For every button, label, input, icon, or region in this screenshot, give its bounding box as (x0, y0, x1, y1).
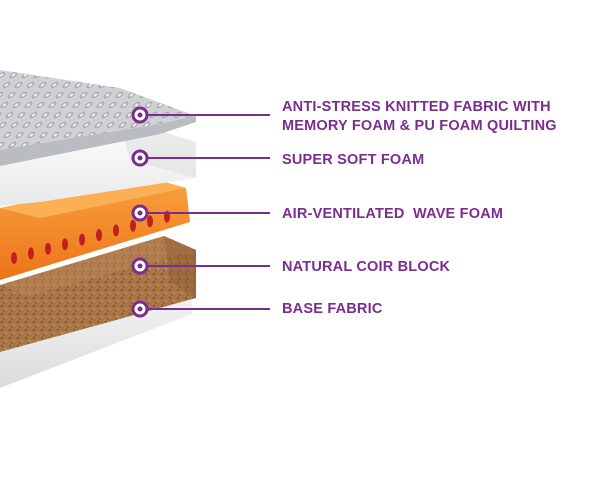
top-fabric-layer (0, 70, 196, 166)
label-coir-block-line-1: NATURAL COIR BLOCK (282, 259, 451, 275)
air-hole (11, 252, 17, 264)
marker-dot-soft-foam (137, 155, 143, 161)
air-hole (130, 219, 136, 232)
marker-dot-coir-block (137, 263, 143, 269)
wave-foam-layer (0, 178, 190, 280)
air-hole (79, 233, 85, 246)
callout-group (131, 106, 270, 318)
label-wave-foam: AIR-VENTILATED WAVE FOAM (282, 205, 503, 224)
label-base-fabric-line-1: BASE FABRIC (282, 301, 383, 317)
marker-dot-wave-foam (137, 210, 143, 216)
marker-dot-base-fabric (137, 306, 143, 312)
wave-foam-air-holes (11, 210, 170, 264)
label-coir-block: NATURAL COIR BLOCK (282, 258, 450, 277)
label-base-fabric: BASE FABRIC (282, 300, 383, 319)
label-top-fabric-line-1: ANTI-STRESS KNITTED FABRIC WITH (282, 99, 551, 115)
air-hole (62, 238, 68, 251)
air-hole (96, 229, 102, 241)
air-hole (28, 247, 34, 260)
label-soft-foam-line-1: SUPER SOFT FOAM (282, 152, 425, 168)
air-hole (45, 242, 51, 255)
marker-dot-top-fabric (137, 112, 143, 118)
air-hole (147, 215, 153, 228)
label-top-fabric: ANTI-STRESS KNITTED FABRIC WITH MEMORY F… (282, 98, 557, 136)
label-soft-foam: SUPER SOFT FOAM (282, 151, 424, 170)
air-hole (113, 224, 119, 237)
label-wave-foam-line-1: AIR-VENTILATED WAVE FOAM (282, 206, 504, 222)
label-top-fabric-line-2: MEMORY FOAM & PU FOAM QUILTING (282, 118, 557, 134)
